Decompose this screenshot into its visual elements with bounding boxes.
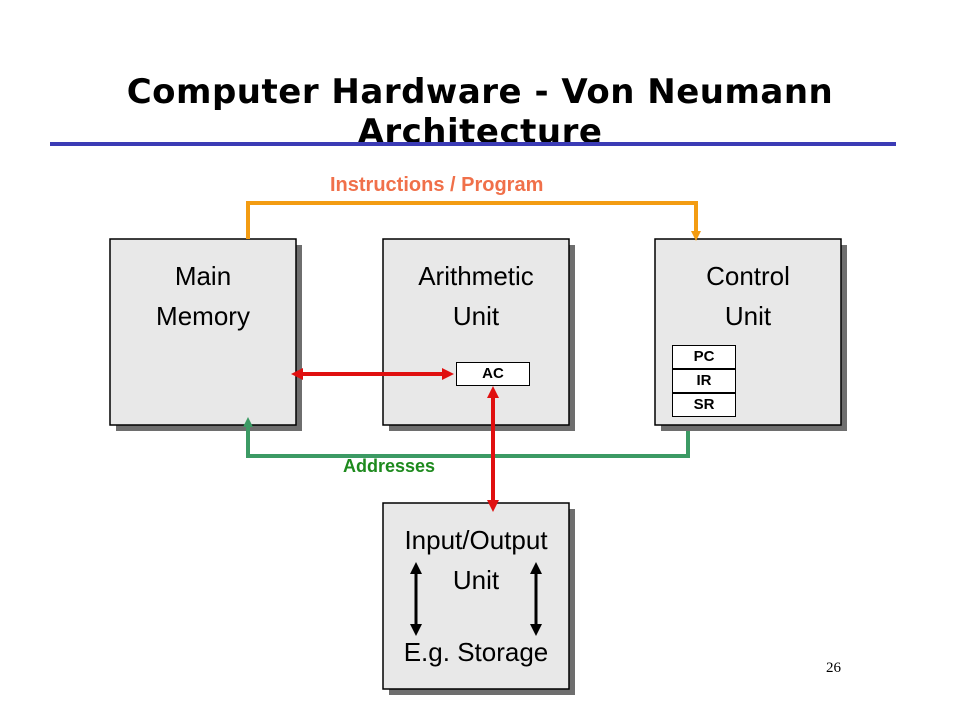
control-unit-label: Control Unit (655, 256, 841, 336)
io-unit-line3: E.g. Storage (403, 637, 549, 667)
io-unit-label: Input/Output Unit E.g. Storage (383, 520, 569, 672)
arithmetic-unit-label: Arithmetic Unit (383, 256, 569, 336)
address-bus-line (243, 417, 690, 458)
page-number: 26 (826, 660, 841, 676)
control-unit-line1: Control (706, 261, 790, 291)
io-unit-line1: Input/Output (404, 525, 548, 555)
control-unit-line2: Unit (724, 301, 772, 331)
io-unit-line2: Unit (452, 565, 500, 595)
arithmetic-unit-line2: Unit (452, 301, 500, 331)
pc-register: PC (672, 345, 736, 369)
main-memory-box (109, 238, 302, 431)
page-title: Computer Hardware - Von Neumann Architec… (126, 72, 834, 152)
main-memory-line1: Main (174, 261, 232, 291)
ir-register: IR (672, 369, 736, 393)
main-memory-label: Main Memory (110, 256, 296, 336)
arithmetic-unit-line1: Arithmetic (418, 261, 534, 291)
arithmetic-unit-box (382, 238, 575, 431)
title-divider (50, 142, 896, 146)
main-memory-line2: Memory (156, 301, 250, 331)
ac-register: AC (456, 362, 530, 386)
instructions-bus-line (246, 201, 701, 241)
address-bus-label: Addresses (343, 456, 436, 476)
instructions-bus-label: Instructions / Program (330, 174, 544, 196)
sr-register: SR (672, 393, 736, 417)
